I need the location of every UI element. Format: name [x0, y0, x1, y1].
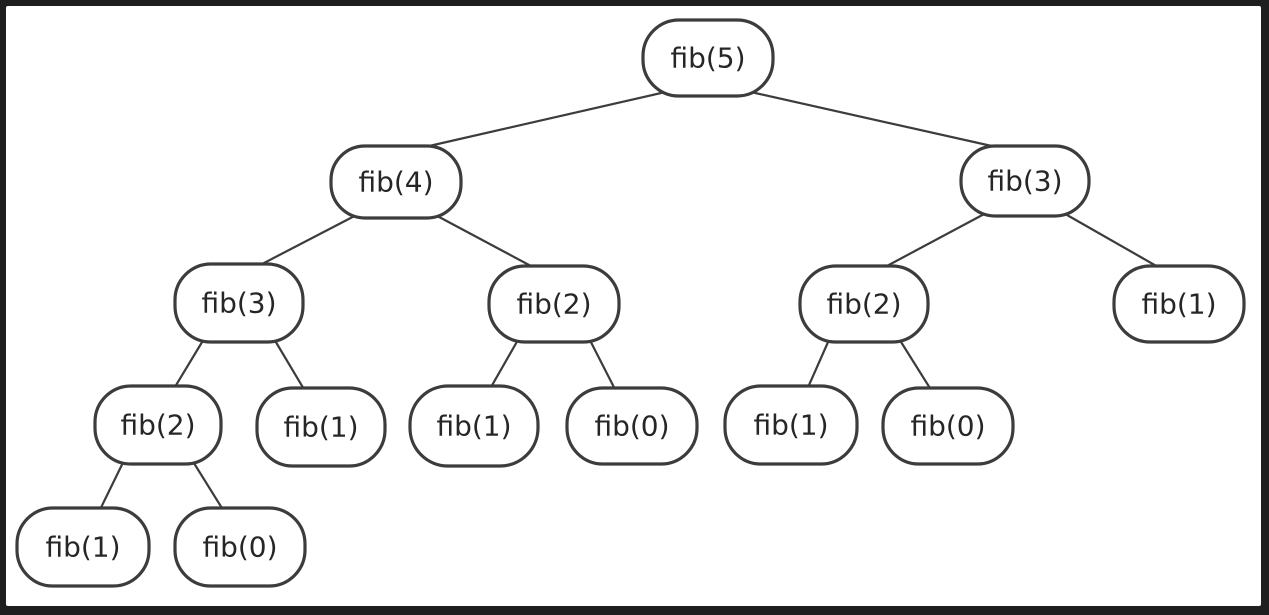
node-label: fib(1): [283, 411, 358, 444]
node-fib-1-a: fib(1): [255, 386, 387, 468]
edge-l3_a-l4_b: [189, 456, 226, 514]
edge-l2_a-l3_a: [172, 334, 207, 392]
node-fib-2-deep: fib(2): [93, 384, 223, 466]
node-box: [565, 386, 699, 466]
node-fib-0-leaf: fib(0): [173, 506, 307, 588]
node-box: [487, 264, 621, 344]
node-fib-1-b: fib(1): [408, 384, 540, 468]
node-box: [881, 386, 1015, 466]
node-label: fib(3): [201, 287, 276, 320]
node-label: fib(0): [910, 410, 985, 443]
edge-root-l1_left: [410, 88, 676, 152]
node-label: fib(1): [45, 531, 120, 564]
edge-l2_c-l3_f: [896, 334, 934, 394]
node-box: [723, 384, 859, 466]
node-label: fib(2): [826, 288, 901, 321]
edges-layer: [97, 88, 1165, 514]
edge-l3_a-l4_a: [97, 456, 127, 514]
node-fib-1-right: fib(1): [1112, 264, 1246, 344]
node-label: fib(1): [753, 409, 828, 442]
node-fib-1-c: fib(1): [723, 384, 859, 466]
node-label: fib(4): [358, 166, 433, 199]
node-box: [1112, 264, 1246, 344]
node-fib-4: fib(4): [329, 144, 463, 220]
node-fib-2-mid: fib(2): [487, 264, 621, 344]
edge-l1_right-l2_c: [878, 208, 993, 272]
node-label: fib(5): [670, 42, 745, 75]
edge-l2_b-l3_c: [488, 334, 522, 392]
node-label: fib(2): [120, 409, 195, 442]
node-box: [798, 264, 930, 344]
edge-root-l1_right: [740, 88, 1011, 152]
node-fib-0-a: fib(0): [565, 386, 699, 466]
node-box: [408, 384, 540, 468]
node-label: fib(0): [594, 410, 669, 443]
edge-l2_c-l3_e: [805, 334, 832, 392]
node-fib-0-b: fib(0): [881, 386, 1015, 466]
node-fib-3-left: fib(3): [173, 262, 305, 344]
node-label: fib(1): [436, 410, 511, 443]
node-label: fib(3): [987, 165, 1062, 198]
edge-l2_b-l3_d: [586, 334, 618, 394]
node-box: [959, 144, 1091, 218]
node-box: [93, 384, 223, 466]
node-label: fib(1): [1141, 288, 1216, 321]
node-fib-1-leaf: fib(1): [15, 506, 151, 588]
node-label: fib(2): [516, 288, 591, 321]
edge-l1_right-l2_d: [1057, 208, 1165, 272]
node-fib-3-right: fib(3): [959, 144, 1091, 218]
node-box: [173, 506, 307, 588]
edge-l1_left-l2_b: [428, 210, 540, 272]
node-box: [173, 262, 305, 344]
node-fib-5-root: fib(5): [641, 18, 775, 98]
edge-l2_a-l3_b: [271, 334, 307, 394]
node-label: fib(0): [202, 531, 277, 564]
node-box: [641, 18, 775, 98]
node-box: [255, 386, 387, 468]
node-fib-2-right: fib(2): [798, 264, 930, 344]
node-box: [329, 144, 463, 220]
edge-l1_left-l2_a: [253, 210, 364, 270]
nodes-layer: fib(5) fib(4) fib(3) fib(3) fib(2) fib(2…: [15, 18, 1246, 588]
node-box: [15, 506, 151, 588]
